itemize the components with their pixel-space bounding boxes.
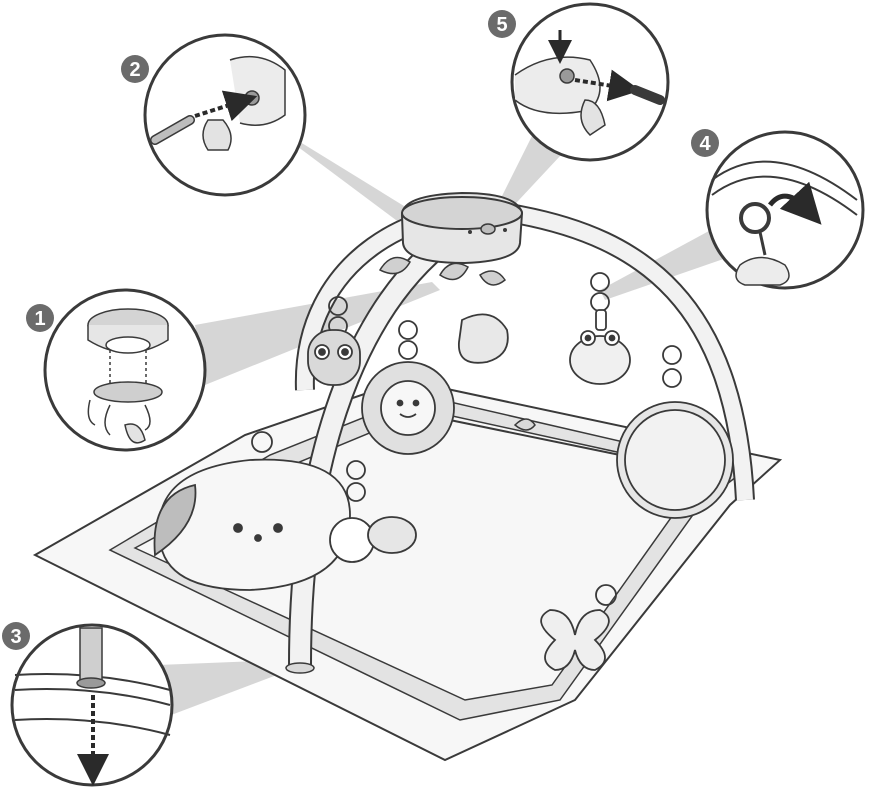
battery-screw-icon [560, 69, 574, 83]
step-badge-2: 2 [121, 55, 149, 83]
hub-leaf [480, 271, 505, 285]
snail-toy [368, 517, 416, 553]
berry-toy [459, 314, 508, 362]
toy-ring [591, 293, 609, 311]
toy-ring [663, 346, 681, 364]
mobile-base-icon [94, 382, 162, 402]
screw-hole-icon [245, 91, 259, 105]
step-badge-4: 4 [691, 129, 719, 157]
frog-toy [570, 336, 630, 384]
step-badge-5: 5 [488, 10, 516, 38]
arch-foot [286, 663, 314, 673]
toy-ring [399, 341, 417, 359]
svg-text:3: 3 [10, 626, 21, 648]
svg-text:2: 2 [129, 59, 140, 81]
detail-circle-step-1 [45, 290, 205, 450]
detail-circle-step-4 [707, 132, 863, 288]
owl-toy [308, 330, 360, 385]
toy-ring [591, 273, 609, 291]
hub-leaf [440, 263, 468, 279]
step-badge-1: 1 [26, 304, 54, 332]
step-badge-3: 3 [2, 622, 30, 650]
toy-ring [399, 321, 417, 339]
hub-button [481, 224, 495, 234]
mirror-toy [330, 518, 374, 562]
svg-text:4: 4 [699, 133, 711, 155]
detail-circle-step-3 [12, 625, 172, 785]
detail-circle-step-5 [512, 4, 668, 160]
hub-top [402, 197, 522, 229]
svg-text:1: 1 [34, 308, 45, 330]
detail-circle-step-2 [145, 35, 305, 195]
arch-leg-icon [80, 628, 102, 683]
toy-ring [663, 369, 681, 387]
svg-text:5: 5 [496, 14, 507, 36]
sun-toy [362, 362, 454, 454]
bunny-pillow [159, 460, 350, 590]
